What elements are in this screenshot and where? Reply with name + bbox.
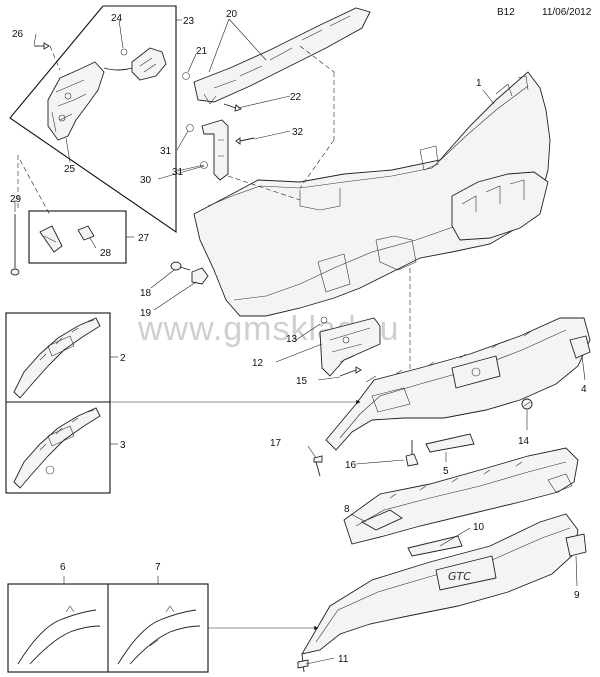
callout-12: 12 — [252, 358, 264, 369]
callout-26: 26 — [12, 29, 24, 40]
callout-4: 4 — [581, 384, 587, 395]
detail-7-view — [117, 605, 201, 665]
callout-17: 17 — [270, 438, 282, 449]
part-14-nut — [521, 398, 533, 410]
callout-23: 23 — [183, 16, 195, 27]
leader-dashed-1 — [299, 139, 335, 189]
part-30-bracket — [201, 119, 229, 181]
detail-2-view — [13, 317, 101, 399]
part-9-lower-valance-gtc: GTC — [301, 513, 587, 655]
callout-20: 20 — [226, 9, 238, 20]
detail-3-view — [13, 407, 101, 489]
callout-29: 29 — [10, 194, 22, 205]
leader-dashed-2 — [227, 175, 301, 201]
part-20-upper-bracket — [193, 7, 371, 105]
part-24-connector — [103, 47, 167, 81]
callout-21: 21 — [196, 46, 208, 57]
callout-3: 3 — [120, 440, 126, 451]
callout-25: 25 — [64, 164, 76, 175]
callout-2: 2 — [120, 353, 126, 364]
detail-box-27 — [28, 210, 134, 264]
callout-19: 19 — [140, 308, 152, 319]
callout-8: 8 — [344, 504, 350, 515]
callout-31a: 31 — [160, 146, 172, 157]
callout-15: 15 — [296, 376, 308, 387]
part-17-screw — [313, 455, 323, 477]
callout-14: 14 — [518, 436, 530, 447]
callout-13: 13 — [286, 334, 298, 345]
callout-numbers: 1 2 3 4 5 6 7 8 9 10 11 12 13 14 15 16 1… — [10, 9, 587, 665]
part-8-lower-valance — [343, 447, 579, 545]
callout-6: 6 — [60, 562, 66, 573]
part-18-nut — [170, 261, 191, 271]
part-4-lower-insert — [325, 317, 591, 451]
detail-box-2-3 — [5, 312, 118, 494]
part-13-clip — [320, 316, 328, 324]
part-32-screw — [235, 137, 255, 145]
callout-18: 18 — [140, 288, 152, 299]
part-27-clip — [39, 225, 63, 253]
part-28-clip — [77, 225, 95, 241]
callout-11: 11 — [338, 654, 349, 665]
detail-6-view — [17, 605, 101, 665]
callout-5: 5 — [443, 466, 449, 477]
part-29-screw — [10, 214, 20, 276]
part-26-pin — [34, 42, 50, 50]
callout-31b: 31 — [172, 167, 184, 178]
part-25-bracket — [47, 61, 105, 141]
callout-leaders — [14, 18, 586, 665]
part-11-screw — [297, 653, 309, 673]
callout-27: 27 — [138, 233, 150, 244]
part-22-screw — [223, 103, 242, 112]
part-15-screw — [339, 366, 362, 377]
callout-9: 9 — [574, 590, 580, 601]
callout-1: 1 — [476, 78, 482, 89]
callout-32: 32 — [292, 127, 304, 138]
gtc-emblem: GTC — [448, 570, 471, 583]
callout-28: 28 — [100, 248, 112, 259]
part-31b-clip — [200, 161, 208, 169]
part-31a-clip — [186, 124, 194, 132]
diagram-date: 11/06/2012 — [542, 7, 592, 18]
part-12-bracket — [319, 317, 381, 377]
callout-7: 7 — [155, 562, 161, 573]
page-code: B12 — [497, 7, 515, 18]
part-21-clip — [182, 72, 190, 80]
part-19-clip — [191, 267, 209, 285]
part-5-reflector — [425, 433, 475, 453]
detail-box-6-7 — [7, 576, 209, 673]
part-24-clip — [120, 48, 128, 56]
callout-16: 16 — [345, 460, 357, 471]
part-1-rear-bumper-fascia — [193, 71, 551, 317]
part-10-reflector — [407, 535, 463, 557]
detail-box-23 — [9, 5, 182, 234]
callout-30: 30 — [140, 175, 152, 186]
callout-22: 22 — [290, 92, 302, 103]
callout-24: 24 — [111, 13, 123, 24]
part-16-clip — [405, 440, 419, 467]
callout-10: 10 — [473, 522, 485, 533]
